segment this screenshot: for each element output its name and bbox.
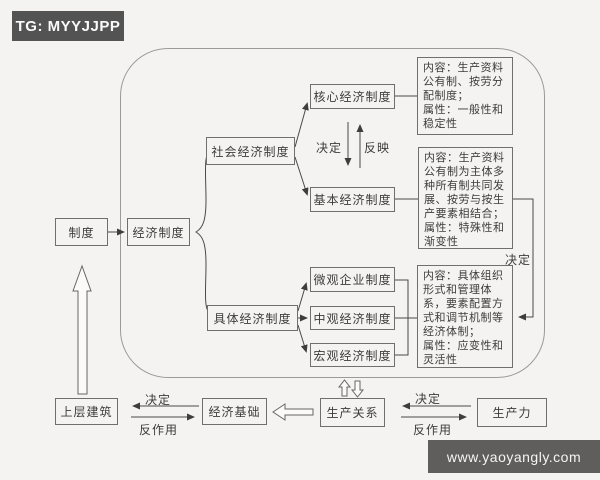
watermark-url: www.yaoyangly.com	[428, 440, 600, 473]
hollow-up-arrow-guanxi-to-frame	[337, 379, 352, 397]
node-weiguan-qiye-zhidu: 微观企业制度	[310, 267, 395, 292]
node-shehui-jingji-zhidu: 社会经济制度	[206, 137, 295, 165]
diagram-rounded-frame	[120, 48, 545, 378]
telegram-badge: TG: MYYJJPP	[12, 11, 124, 41]
hollow-down-arrow-frame-to-guanxi	[350, 380, 365, 398]
content-hexin-detail: 内容：生产资料 公有制、按劳分 配制度； 属性：一般性和 稳定性	[417, 57, 513, 135]
label-jueding-base: 决定	[145, 393, 172, 407]
label-jueding-detail: 决定	[505, 253, 532, 267]
node-shengchan-guanxi: 生产关系	[320, 398, 385, 427]
hollow-up-arrow-shangceng-to-zhidu	[72, 264, 92, 395]
node-shengchanli: 生产力	[477, 398, 547, 427]
content-jiben-detail: 内容：生产资料 公有制为主体多 种所有制共同发 展、按劳与按生 产要素相结合； …	[418, 147, 513, 249]
node-jiben-jingji-zhidu: 基本经济制度	[310, 187, 395, 212]
node-zhongguan-jingji-zhidu: 中观经济制度	[310, 306, 395, 330]
node-zhidu: 制度	[55, 218, 108, 246]
label-fanying: 反映	[364, 141, 391, 155]
hollow-left-arrow-guanxi-to-jichu	[272, 403, 314, 421]
label-fanzuoyong-base: 反作用	[139, 423, 179, 437]
label-jueding-core: 决定	[316, 141, 343, 155]
node-jingji-zhidu: 经济制度	[127, 218, 190, 246]
node-shangceng-jianzhu: 上层建筑	[55, 398, 118, 425]
content-juti-detail: 内容：具体组织 形式和管理体 系，要素配置方 式和调节机制等 经济体制； 属性：…	[417, 265, 513, 368]
label-fanzuoyong-force: 反作用	[413, 423, 453, 437]
node-hexin-jingji-zhidu: 核心经济制度	[310, 84, 395, 109]
node-hongguan-jingji-zhidu: 宏观经济制度	[310, 343, 395, 367]
node-jingji-jichu: 经济基础	[202, 398, 267, 425]
label-jueding-force: 决定	[415, 392, 442, 406]
node-juti-jingji-zhidu: 具体经济制度	[207, 305, 298, 331]
